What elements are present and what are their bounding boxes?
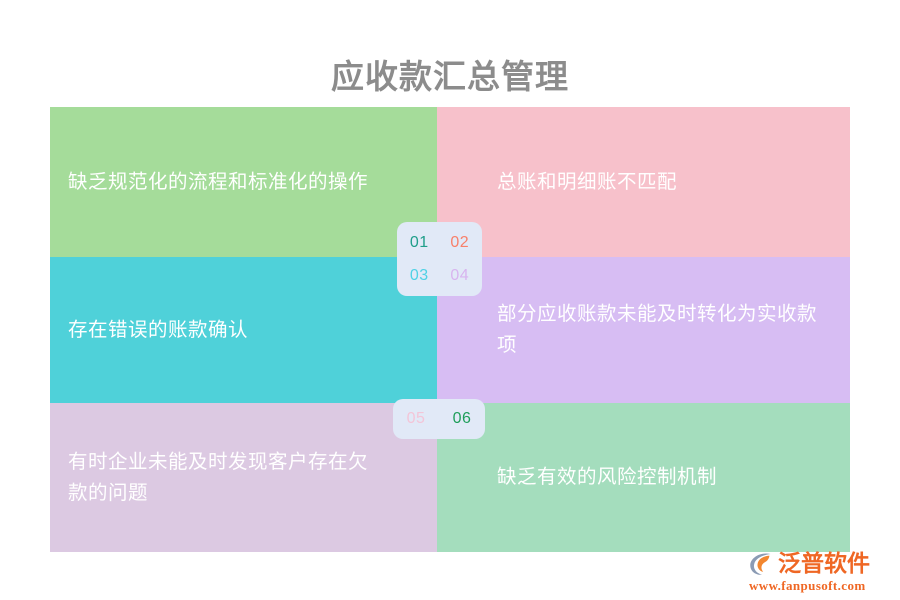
badge-number-01[interactable]: 01 <box>409 233 429 251</box>
page-title: 应收款汇总管理 <box>331 58 569 95</box>
panel-04-text: 部分应收账款未能及时转化为实收款项 <box>497 304 818 356</box>
badge-number-05[interactable]: 05 <box>406 410 426 427</box>
brand-row: 泛普软件 <box>748 550 870 577</box>
badge-box-bottom: 05 06 <box>393 399 485 439</box>
panel-05[interactable]: 有时企业未能及时发现客户存在欠款的问题 <box>50 403 437 552</box>
panel-02[interactable]: 总账和明细账不匹配 <box>437 107 850 257</box>
panel-grid: 缺乏规范化的流程和标准化的操作 总账和明细账不匹配 存在错误的账款确认 部分应收… <box>50 107 850 552</box>
badge-box-top: 01 02 03 04 <box>397 222 482 296</box>
badge-number-03[interactable]: 03 <box>409 266 429 284</box>
panel-05-text: 有时企业未能及时发现客户存在欠款的问题 <box>68 451 369 504</box>
brand-name: 泛普软件 <box>778 550 870 576</box>
panel-03[interactable]: 存在错误的账款确认 <box>50 257 437 403</box>
brand-logo[interactable]: 泛普软件 www.fanpusoft.com <box>748 550 888 594</box>
badge-number-06[interactable]: 06 <box>452 410 472 427</box>
badge-number-02[interactable]: 02 <box>450 233 470 251</box>
panel-04[interactable]: 部分应收账款未能及时转化为实收款项 <box>437 257 850 403</box>
panel-01-text: 缺乏规范化的流程和标准化的操作 <box>68 171 369 193</box>
brand-url: www.fanpusoft.com <box>749 578 866 593</box>
panel-01[interactable]: 缺乏规范化的流程和标准化的操作 <box>50 107 437 257</box>
panel-06[interactable]: 缺乏有效的风险控制机制 <box>437 403 850 552</box>
panel-03-text: 存在错误的账款确认 <box>68 319 249 341</box>
badge-number-04[interactable]: 04 <box>450 266 470 284</box>
panel-02-text: 总账和明细账不匹配 <box>497 171 678 193</box>
panel-06-text: 缺乏有效的风险控制机制 <box>497 467 718 488</box>
circular-swoosh-icon <box>750 553 771 575</box>
